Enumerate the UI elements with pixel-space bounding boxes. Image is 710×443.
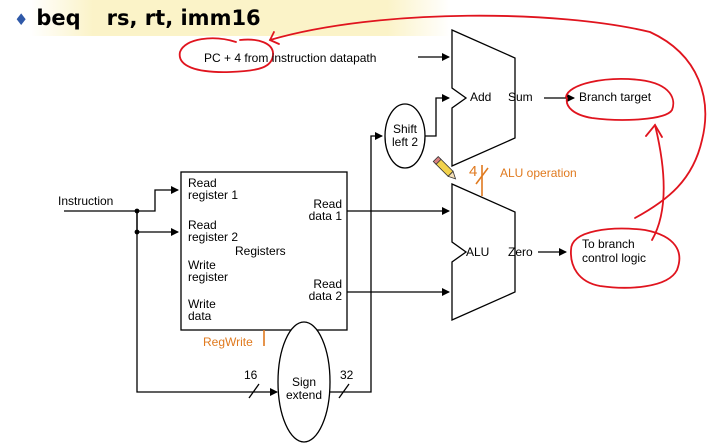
branch-target-circle xyxy=(565,78,675,121)
zero-label: Zero xyxy=(508,245,533,259)
adder-label: Add xyxy=(470,90,492,104)
alu-operation-label: ALU operation xyxy=(500,166,577,180)
title-opcode: beq xyxy=(36,6,81,30)
pc4-label: PC + 4 from instruction datapath xyxy=(204,51,377,65)
registers-label: Registers xyxy=(235,244,286,258)
curve-tick xyxy=(268,31,280,45)
alu-label: ALU xyxy=(466,245,490,259)
read-register2-label: Read register 2 xyxy=(188,218,239,244)
curve-to-pc4 xyxy=(269,14,707,219)
write-register-label: Write register xyxy=(188,258,229,284)
wires xyxy=(64,53,575,399)
regwrite-label: RegWrite xyxy=(203,335,253,349)
read-register1-label: Read register 1 xyxy=(188,176,239,202)
pencil-icon xyxy=(432,155,457,180)
read-data1-label: Read data 1 xyxy=(308,197,342,223)
sign-extend-unit xyxy=(277,321,331,443)
title-highlight xyxy=(30,0,450,36)
bits16-slash xyxy=(248,383,260,399)
diamond-bullet-icon: ♦ xyxy=(14,10,29,29)
shift-to-adder-wire xyxy=(425,94,450,137)
shift-left2-label: Shift left 2 xyxy=(391,122,418,149)
register-file xyxy=(180,171,348,331)
read-data2-label: Read data 2 xyxy=(308,277,342,303)
title-bar: ♦ beq rs, rt, imm16 xyxy=(0,0,710,38)
bits32-label: 32 xyxy=(340,368,354,382)
to-branch-label: To branch control logic xyxy=(582,237,647,265)
sum-label: Sum xyxy=(508,90,533,104)
control-signals xyxy=(263,165,489,346)
alu-shape xyxy=(451,182,516,322)
rreg1-wire xyxy=(137,186,179,212)
title-operands: rs, rt, imm16 xyxy=(106,6,261,30)
sign-extend-label: Sign extend xyxy=(285,375,323,402)
bits16-label: 16 xyxy=(244,368,258,382)
rreg2-wire xyxy=(136,211,179,236)
handwritten-annotations xyxy=(178,14,707,289)
slide-title: ♦ beq rs, rt, imm16 xyxy=(14,6,261,30)
alu-op-slash xyxy=(475,167,489,185)
arrowhead-up xyxy=(645,123,663,138)
write-data-label: Write data xyxy=(188,297,216,323)
imm-wire xyxy=(136,211,278,396)
instruction-label: Instruction xyxy=(58,194,114,208)
branch-circle xyxy=(570,227,681,289)
pc4-circle xyxy=(178,37,274,73)
wire-junctions xyxy=(134,208,140,235)
bits32-slash xyxy=(338,383,350,399)
adder-shape xyxy=(451,28,516,168)
curve-to-target xyxy=(651,124,665,241)
branch-target-label: Branch target xyxy=(579,90,652,104)
signext-out-wire xyxy=(330,132,383,393)
alu-op-bits-label: 4 xyxy=(469,163,478,180)
